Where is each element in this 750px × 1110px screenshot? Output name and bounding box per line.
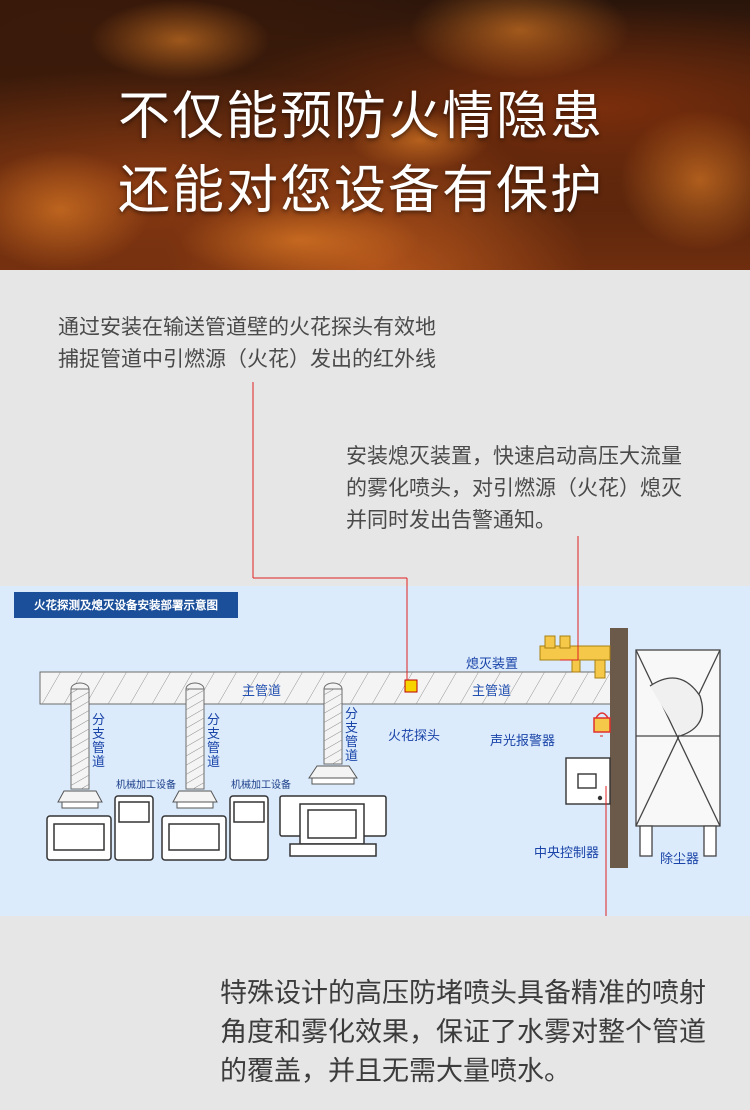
diagram-drawing — [39, 586, 721, 916]
extinguisher-note: 安装熄灭装置，快速启动高压大流量 的雾化喷头，对引燃源（火花）熄灭 并同时发出告… — [346, 444, 682, 532]
branch-label-3: 分支管道 — [345, 707, 359, 764]
extinguish-device-label: 熄灭装置 — [466, 657, 519, 672]
dust-collector-unit — [635, 649, 721, 857]
branch-pipe-1 — [57, 682, 103, 809]
spark-probe-icon — [404, 679, 418, 693]
spark-probe-label: 火花探头 — [388, 729, 441, 744]
leader-lines — [406, 586, 607, 916]
alarm-icon — [593, 712, 611, 733]
flame-background — [0, 0, 750, 270]
main-pipe-label-left: 主管道 — [242, 684, 282, 699]
hero-banner: 不仅能预防火情隐患 还能对您设备有保护 — [0, 0, 750, 270]
extinguish-device-unit — [539, 635, 611, 679]
branch-label-2: 分支管道 — [207, 713, 221, 770]
controller-label: 中央控制器 — [534, 846, 600, 861]
nozzle-note: 特殊设计的高压防堵喷头具备精准的喷射 角度和雾化效果，保证了水雾对整个管道 的覆… — [220, 978, 706, 1087]
hero-title-line2: 还能对您设备有保护 — [118, 161, 605, 221]
main-pipe-label-right: 主管道 — [472, 684, 512, 699]
wall — [610, 628, 628, 868]
machine-2 — [161, 795, 269, 861]
alarm-label: 声光报警器 — [490, 734, 556, 749]
branch-pipe-3 — [308, 682, 358, 785]
machine-1 — [46, 795, 154, 861]
branch-label-1: 分支管道 — [92, 713, 106, 770]
hero-title-line1: 不仅能预防火情隐患 — [118, 87, 605, 147]
controller-unit — [565, 757, 611, 805]
deployment-diagram: 火花探测及熄灭设备安装部署示意图 — [0, 586, 750, 916]
diagram-title: 火花探测及熄灭设备安装部署示意图 — [14, 592, 238, 618]
machine-label-2: 机械加工设备 — [231, 780, 291, 791]
branch-pipe-2 — [172, 682, 218, 809]
dust-collector-label: 除尘器 — [660, 852, 700, 867]
spark-probe-note: 通过安装在输送管道壁的火花探头有效地 捕捉管道中引燃源（火花）发出的红外线 — [58, 315, 436, 371]
machine-label-1: 机械加工设备 — [116, 780, 176, 791]
machine-3 — [279, 795, 387, 857]
